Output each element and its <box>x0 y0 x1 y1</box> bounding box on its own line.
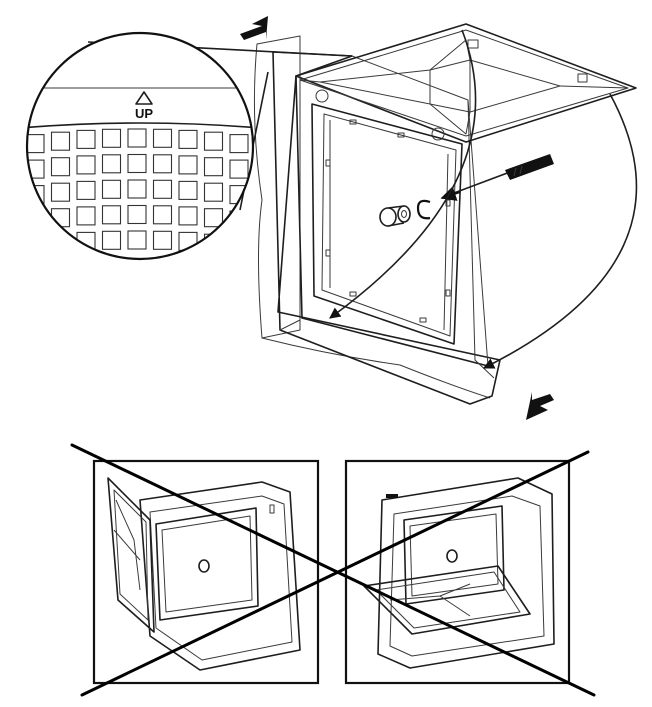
lid-latch-left <box>467 39 479 49</box>
grille-cell <box>50 182 71 202</box>
grille-cell <box>203 208 224 228</box>
grille-cell <box>178 155 198 175</box>
up-triangle-icon <box>135 91 153 105</box>
lid-latch-right <box>577 73 588 83</box>
hinge-left <box>315 89 329 103</box>
hinge-right <box>431 127 445 141</box>
grille-cell <box>27 210 45 230</box>
grille-cell <box>101 154 122 174</box>
lid <box>295 23 637 143</box>
grille-cell <box>127 153 147 174</box>
grille-cell <box>101 128 122 148</box>
curved-arrow <box>329 29 477 319</box>
grille-cell <box>178 180 198 200</box>
grille-cell <box>76 155 96 175</box>
frame-inner-bevel <box>295 75 489 367</box>
grille-cell <box>127 128 147 148</box>
grille-cell <box>50 131 71 151</box>
grille-cell <box>127 230 147 250</box>
arrow-icon <box>240 16 268 40</box>
grille-cell <box>76 180 96 200</box>
grille-cell <box>50 208 71 228</box>
arrow-icon <box>440 186 461 201</box>
screwdriver-icon <box>445 154 554 197</box>
grille-cell <box>229 134 249 154</box>
grille-cell <box>229 159 249 179</box>
example-frame-left <box>92 459 320 685</box>
magnifier: UP <box>25 31 255 261</box>
grille-cell <box>203 182 224 202</box>
grille-cell <box>76 206 96 226</box>
grille-cell <box>229 210 249 230</box>
main-assembly <box>240 16 638 420</box>
example-frame-right <box>344 459 571 685</box>
wall-bottom-edge <box>261 337 491 399</box>
grille-cell <box>152 154 173 174</box>
wrong-example-left <box>92 459 320 685</box>
grille-cell <box>229 236 249 256</box>
grille-cell <box>101 230 122 250</box>
wall-panel <box>253 35 301 339</box>
grille-cell <box>76 129 96 149</box>
lid-side-open <box>107 477 155 633</box>
grille-cell <box>152 128 173 148</box>
grille-cell <box>101 205 122 225</box>
grille-cell <box>50 157 71 177</box>
grille-cell <box>152 179 173 199</box>
grille-cell <box>50 233 71 253</box>
grille-cell <box>127 179 147 199</box>
retaining-clip <box>416 199 431 220</box>
grille-cell <box>152 205 173 225</box>
cross-mark-icon <box>70 443 596 697</box>
grille-cell <box>152 230 173 250</box>
wrong-example-right <box>344 459 571 685</box>
curved-arrow <box>482 93 638 369</box>
grille-cell <box>27 134 45 154</box>
arrow-icon <box>526 392 554 420</box>
axle-and-clip <box>379 199 431 227</box>
grille-cell <box>178 206 198 226</box>
grille-cell <box>127 204 147 225</box>
back-panel <box>311 103 463 345</box>
panel-clips <box>325 119 451 323</box>
grille-cell <box>203 157 224 177</box>
grille-cell <box>101 179 122 199</box>
outer-frame <box>272 51 501 405</box>
grille-cell <box>178 129 198 149</box>
up-label: UP <box>135 106 153 121</box>
grille-cell <box>203 131 224 151</box>
lid-hanging-open <box>363 565 531 635</box>
grille-cell <box>27 236 45 256</box>
